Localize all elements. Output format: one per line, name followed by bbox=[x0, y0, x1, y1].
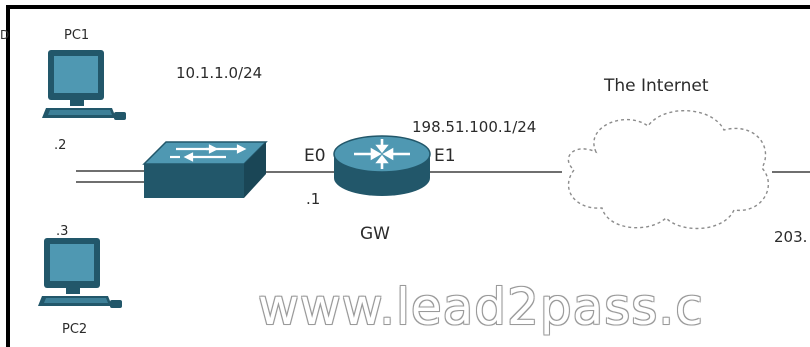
switch-icon[interactable] bbox=[140, 138, 268, 200]
pc2-label: PC2 bbox=[62, 322, 88, 337]
lan-subnet-label: 10.1.1.0/24 bbox=[176, 64, 263, 82]
internet-label: The Internet bbox=[604, 76, 709, 96]
router-host-id: .1 bbox=[306, 190, 321, 208]
wan-subnet-label: 198.51.100.1/24 bbox=[412, 118, 537, 136]
wire-pc1-switch bbox=[76, 170, 146, 172]
wire-pc2-switch bbox=[76, 181, 146, 183]
diagram-frame-left bbox=[6, 5, 10, 347]
pc2-desktop-pc-icon[interactable] bbox=[36, 236, 126, 318]
wire-internet-remote bbox=[772, 171, 810, 173]
router-e0-label: E0 bbox=[304, 146, 326, 166]
pc1-desktop-pc-icon[interactable] bbox=[40, 48, 130, 130]
watermark: www.lead2pass.c bbox=[258, 278, 704, 336]
diagram-frame-top bbox=[6, 5, 810, 9]
wire-router-internet bbox=[430, 171, 562, 173]
remote-address-label: 203. bbox=[774, 228, 808, 246]
internet-cloud-icon bbox=[567, 109, 769, 230]
pc1-host-id: .2 bbox=[54, 138, 67, 153]
router-label: GW bbox=[360, 224, 390, 244]
router-e1-label: E1 bbox=[434, 146, 456, 166]
pc1-label: PC1 bbox=[64, 28, 90, 43]
pc2-host-id: .3 bbox=[56, 224, 69, 239]
wire-switch-router bbox=[264, 171, 336, 173]
router-icon[interactable] bbox=[332, 134, 432, 198]
corner-mark: D bbox=[0, 28, 10, 42]
